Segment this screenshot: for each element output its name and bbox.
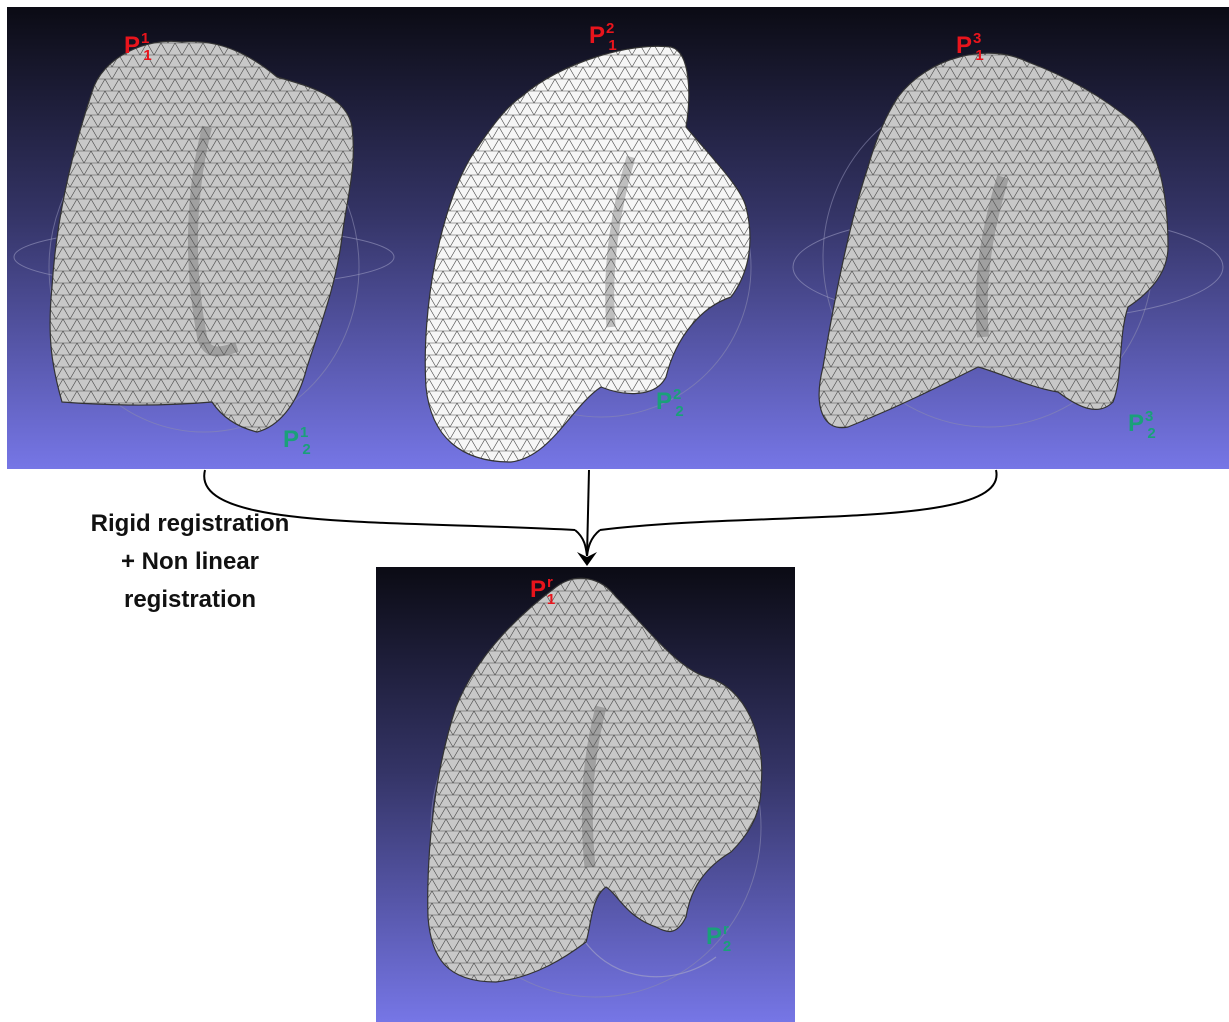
- caption-line-3: registration: [60, 581, 320, 619]
- caption-line-1: Rigid registration: [60, 505, 320, 543]
- arrow-from-p2: [587, 470, 589, 556]
- arrow-from-p3: [600, 470, 997, 530]
- registration-caption: Rigid registration + Non linear registra…: [60, 505, 320, 619]
- caption-line-2: + Non linear: [60, 543, 320, 581]
